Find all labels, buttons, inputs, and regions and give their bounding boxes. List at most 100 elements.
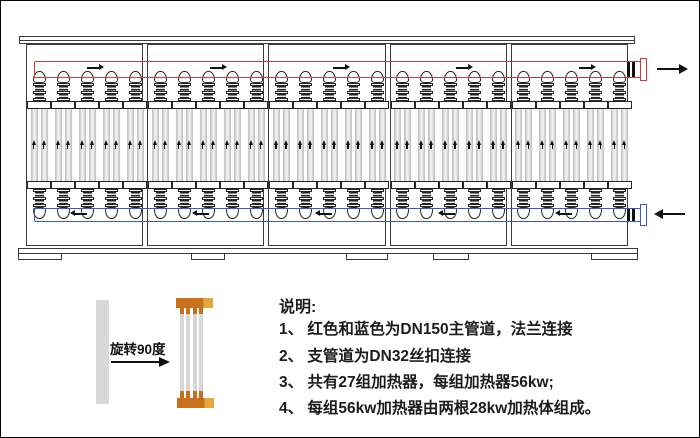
union-fitting bbox=[492, 83, 506, 101]
heater-tube-28kw bbox=[394, 109, 402, 181]
return-flow-arrow-icon bbox=[438, 210, 455, 216]
fitting-knurl bbox=[398, 93, 408, 98]
fitting-knurl bbox=[543, 93, 553, 98]
flow-up-arrow-icon bbox=[307, 140, 312, 149]
fitting-collar bbox=[201, 83, 215, 86]
flow-up-arrow-icon bbox=[103, 140, 108, 149]
fitting-knurl bbox=[615, 199, 625, 204]
heater-group-56kw bbox=[75, 71, 99, 219]
fitting-collar bbox=[322, 204, 336, 207]
heater-tube-28kw bbox=[418, 109, 426, 181]
flow-up-arrow-icon bbox=[331, 140, 336, 149]
fitting-collar bbox=[298, 90, 312, 94]
fitting-collar bbox=[613, 90, 627, 94]
fitting-knurl bbox=[227, 199, 237, 204]
return-dome bbox=[468, 207, 482, 219]
return-dome bbox=[298, 207, 312, 219]
heater-tubes bbox=[247, 109, 265, 181]
heater-element-tab bbox=[199, 307, 203, 314]
fitting-collar bbox=[565, 90, 579, 94]
flow-up-arrow-icon bbox=[210, 140, 215, 149]
heater-tube-28kw bbox=[597, 109, 605, 181]
header-plate-bottom bbox=[317, 181, 342, 189]
fitting-knurl bbox=[130, 192, 140, 197]
heater-group-56kw bbox=[196, 71, 221, 219]
heater-tubes bbox=[126, 109, 144, 181]
return-dome bbox=[56, 207, 70, 219]
fitting-collar bbox=[492, 98, 506, 101]
flow-up-arrow-icon bbox=[283, 140, 288, 149]
fitting-knurl bbox=[276, 199, 286, 204]
heater-element-tube bbox=[179, 314, 184, 392]
return-dome bbox=[225, 207, 239, 219]
flow-up-arrow-icon bbox=[477, 140, 482, 149]
fitting-collar bbox=[249, 83, 263, 86]
heater-tubes bbox=[175, 109, 193, 181]
heater-tube-28kw bbox=[378, 109, 386, 181]
fitting-collar bbox=[541, 83, 555, 86]
fitting-collar bbox=[80, 83, 94, 86]
fitting-knurl bbox=[58, 199, 68, 204]
flow-up-arrow-icon bbox=[321, 140, 326, 149]
union-fitting bbox=[322, 189, 336, 207]
fitting-collar bbox=[225, 189, 239, 192]
union-fitting bbox=[32, 83, 46, 101]
header-plate-bottom bbox=[75, 181, 99, 189]
fitting-collar bbox=[298, 189, 312, 192]
fitting-knurl bbox=[203, 192, 213, 197]
note-item-1: 1、 红色和蓝色为DN150主管道，法兰连接 bbox=[279, 321, 573, 338]
header-plate-bottom bbox=[148, 181, 173, 189]
fitting-collar bbox=[80, 90, 94, 94]
union-fitting bbox=[589, 83, 603, 101]
cabinet-foot bbox=[191, 254, 225, 260]
fitting-knurl bbox=[179, 93, 189, 98]
fitting-knurl bbox=[82, 199, 92, 204]
union-fitting bbox=[541, 189, 555, 207]
return-wall-flange-tick bbox=[632, 209, 635, 221]
note-item-3: 3、 共有27组加热器，每组加热器56kw; bbox=[279, 374, 554, 391]
header-plate-top bbox=[244, 101, 269, 109]
supply-flange bbox=[640, 58, 647, 81]
flow-up-arrow-icon bbox=[176, 140, 181, 149]
fitting-knurl bbox=[155, 192, 165, 197]
header-plate-top bbox=[123, 101, 147, 109]
heater-tube-28kw bbox=[199, 109, 207, 181]
heater-tube-28kw bbox=[64, 109, 72, 181]
fitting-collar bbox=[396, 189, 410, 192]
fitting-collar bbox=[565, 83, 579, 86]
fitting-knurl bbox=[422, 192, 432, 197]
heater-tube-28kw bbox=[368, 109, 376, 181]
fitting-collar bbox=[177, 83, 191, 86]
fitting-collar bbox=[370, 204, 384, 207]
heater-tube-28kw bbox=[466, 109, 474, 181]
flow-up-arrow-icon bbox=[127, 140, 132, 149]
header-plate-top bbox=[583, 101, 608, 109]
fitting-knurl bbox=[155, 199, 165, 204]
fitting-collar bbox=[249, 90, 263, 94]
heater-groups-row bbox=[148, 71, 293, 219]
header-plate-top bbox=[341, 101, 366, 109]
fitting-knurl bbox=[446, 199, 456, 204]
return-flow-arrow-icon bbox=[315, 210, 332, 216]
union-fitting bbox=[153, 189, 167, 207]
union-fitting bbox=[613, 83, 627, 101]
union-fitting bbox=[444, 83, 458, 101]
heater-group-56kw bbox=[27, 71, 51, 219]
flow-up-arrow-icon bbox=[467, 140, 472, 149]
cabinet-foot bbox=[591, 254, 638, 260]
heater-tubes bbox=[151, 109, 169, 181]
fitting-collar bbox=[56, 98, 70, 101]
supply-wall-flange-tick bbox=[627, 62, 630, 77]
header-plate-bottom bbox=[51, 181, 75, 189]
fitting-collar bbox=[56, 189, 70, 192]
fitting-knurl bbox=[130, 93, 140, 98]
heater-tube-28kw bbox=[185, 109, 193, 181]
union-fitting bbox=[274, 83, 288, 101]
header-plate-bottom bbox=[293, 181, 318, 189]
heater-groups-row bbox=[511, 71, 632, 219]
supply-wall-flange-tick bbox=[632, 62, 635, 77]
flow-up-arrow-icon bbox=[248, 140, 253, 149]
fitting-collar bbox=[201, 196, 215, 200]
fitting-knurl bbox=[106, 93, 116, 98]
fitting-collar bbox=[80, 196, 94, 200]
